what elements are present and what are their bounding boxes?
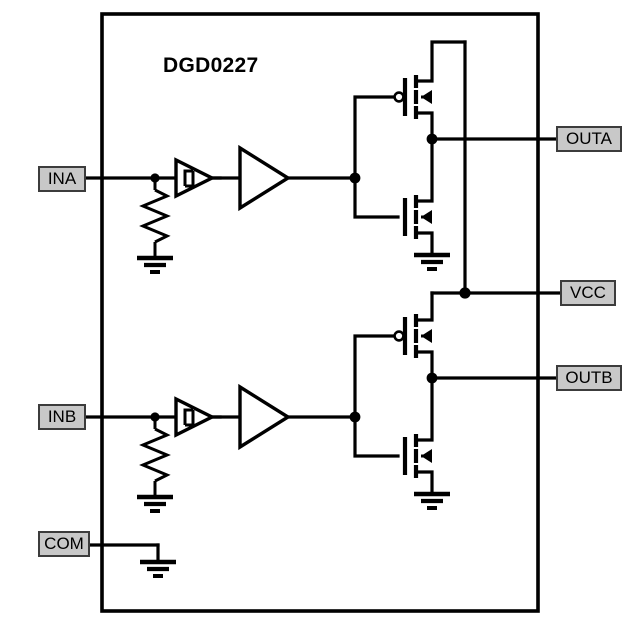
channel-a-gate-net <box>286 95 400 219</box>
com-ground-net <box>84 543 160 564</box>
junction-dot-icon <box>459 287 471 299</box>
pin-label-com[interactable]: COM <box>38 531 90 557</box>
channel-a-output-net <box>426 133 558 145</box>
junction-dot-icon <box>426 372 438 384</box>
schmitt-trigger-buffer-icon <box>174 157 216 199</box>
pin-label-outb[interactable]: OUTB <box>556 365 622 391</box>
pmos-transistor-icon <box>393 40 467 141</box>
pmos-transistor-icon <box>393 291 434 380</box>
page-title: DGD0227 <box>163 54 258 77</box>
junction-dot-icon <box>426 133 438 145</box>
pin-label-outa[interactable]: OUTA <box>556 126 622 152</box>
gate-bubble-icon <box>393 330 405 342</box>
resistor-icon <box>139 417 171 497</box>
resistor-icon <box>139 178 171 258</box>
ground-icon <box>414 491 450 510</box>
pin-label-vcc[interactable]: VCC <box>560 280 616 306</box>
channel-b-gate-net <box>286 334 400 458</box>
nmos-transistor-icon <box>402 376 434 496</box>
ground-icon <box>140 559 176 578</box>
channel-b-output-net <box>426 372 558 384</box>
gate-bubble-icon <box>393 91 405 103</box>
buffer-amplifier-icon <box>238 383 292 451</box>
package-outline <box>100 12 540 613</box>
ground-icon <box>414 252 450 271</box>
vcc-rail-net <box>430 40 562 299</box>
buffer-amplifier-icon <box>238 144 292 212</box>
pin-label-inb[interactable]: INB <box>38 404 86 430</box>
nmos-transistor-icon <box>402 137 434 257</box>
schmitt-trigger-buffer-icon <box>174 396 216 438</box>
ground-icon <box>137 255 173 274</box>
pin-label-ina[interactable]: INA <box>38 166 86 192</box>
ground-icon <box>137 494 173 513</box>
